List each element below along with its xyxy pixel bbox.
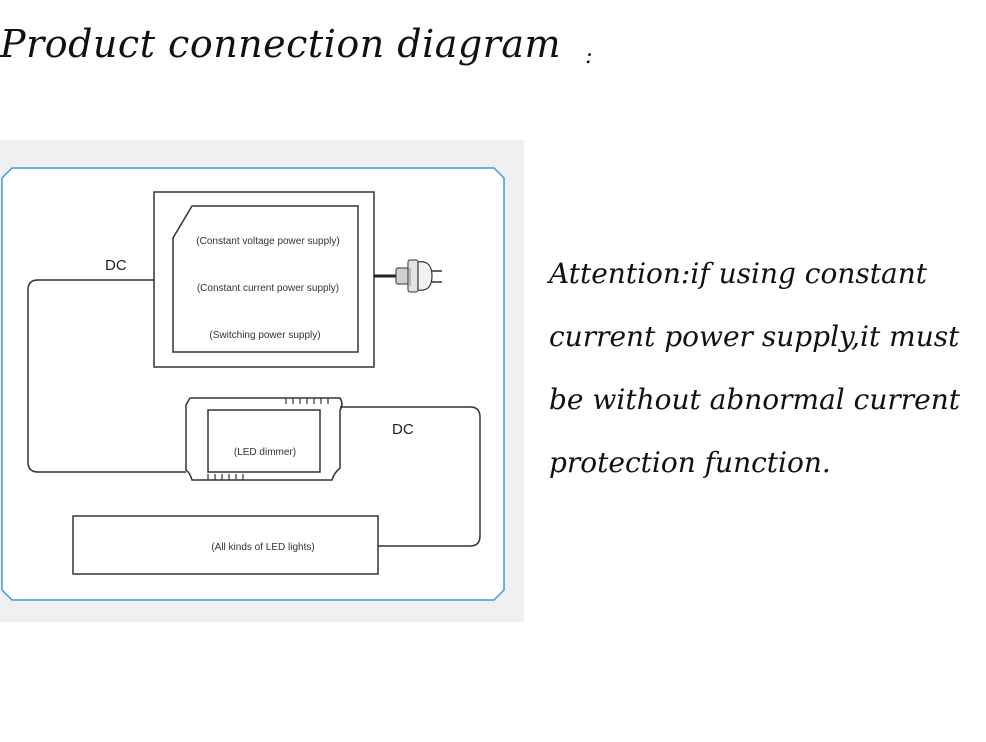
dimmer-vent-bottom xyxy=(207,474,244,480)
diagram-canvas: (Constant voltage power supply) (Constan… xyxy=(1,167,505,601)
page-title-text: Product connection diagram xyxy=(0,22,562,66)
power-supply-label-box xyxy=(172,205,359,353)
label-led-dimmer: (LED dimmer) xyxy=(234,447,296,458)
dc-label-right: DC xyxy=(392,421,414,438)
led-lights-box xyxy=(72,515,379,575)
label-constant-voltage: (Constant voltage power supply) xyxy=(196,236,339,247)
dc-label-left: DC xyxy=(105,257,127,274)
dc-wire-right xyxy=(340,406,481,547)
connection-diagram: (Constant voltage power supply) (Constan… xyxy=(0,140,524,622)
title-colon: : xyxy=(585,44,594,69)
dc-wire-left xyxy=(27,279,186,473)
label-led-lights: (All kinds of LED lights) xyxy=(211,542,314,553)
label-switching: (Switching power supply) xyxy=(209,330,320,341)
page-title: Product connection diagram: xyxy=(0,22,593,69)
attention-note: Attention:if using constant current powe… xyxy=(549,257,960,479)
plug-icon xyxy=(395,259,442,293)
led-dimmer-label-box xyxy=(207,409,321,473)
dimmer-vent-top xyxy=(285,398,329,404)
label-constant-current: (Constant current power supply) xyxy=(197,283,339,294)
